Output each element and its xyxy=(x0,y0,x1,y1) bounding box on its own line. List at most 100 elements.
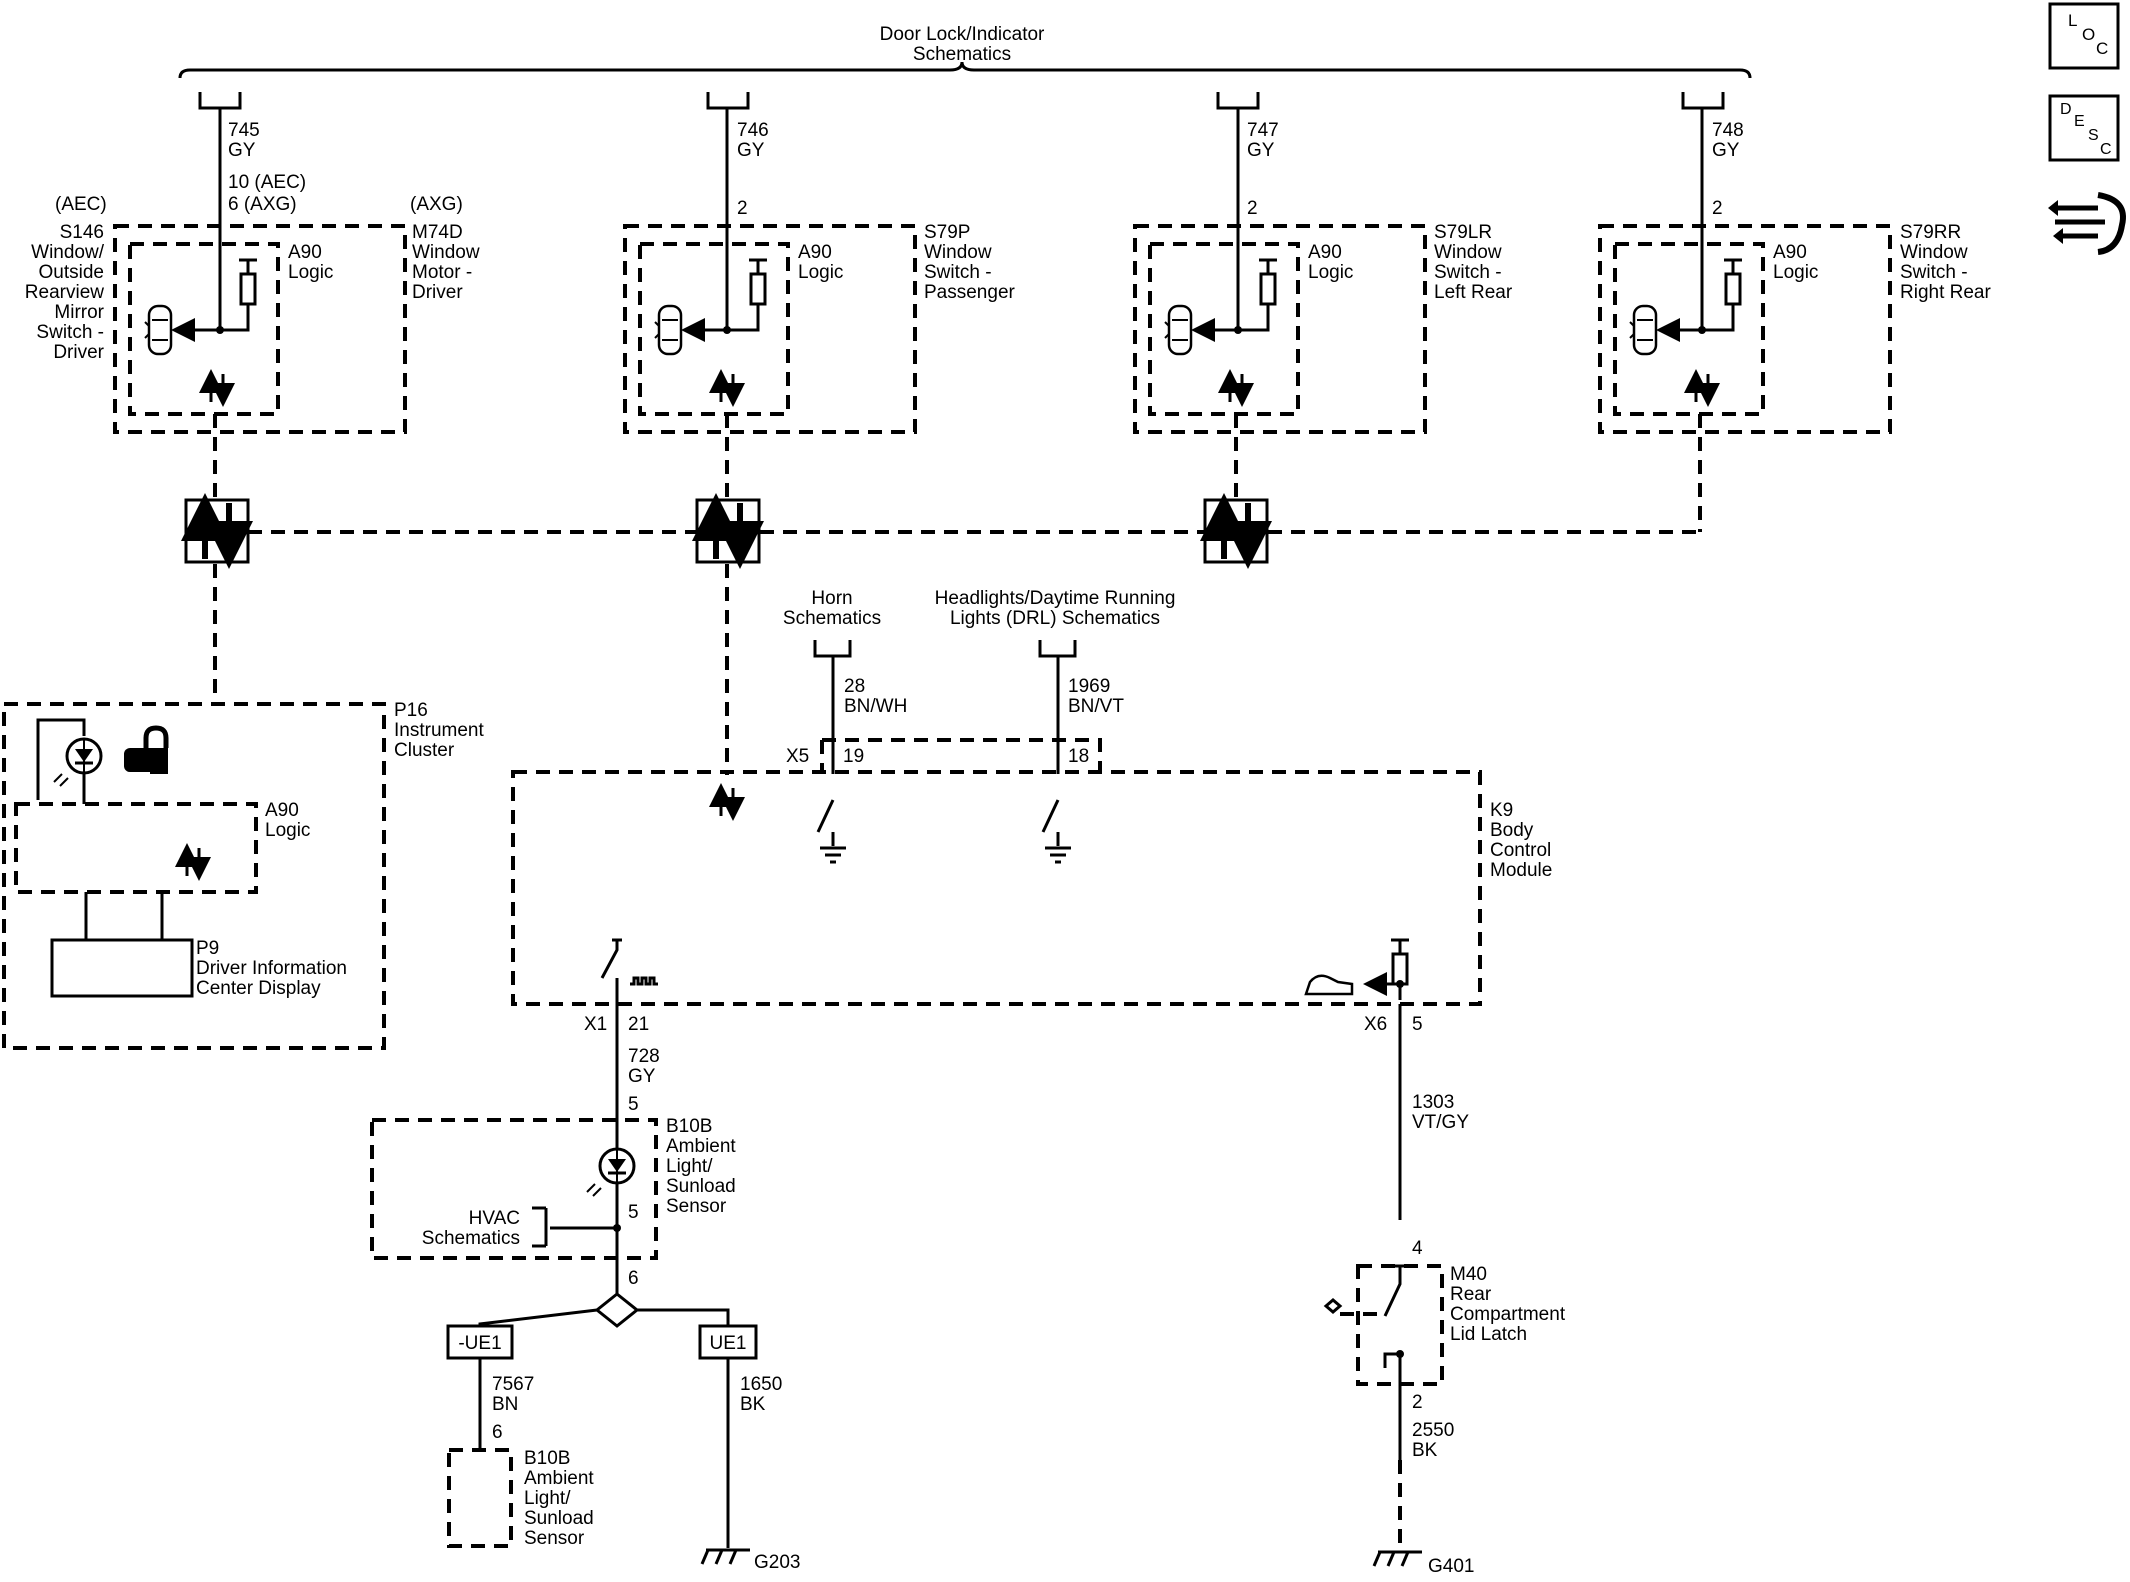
svg-text:Switch -: Switch - xyxy=(36,322,104,343)
svg-text:Driver: Driver xyxy=(412,282,463,303)
svg-text:Rear: Rear xyxy=(1450,1284,1492,1305)
svg-text:A90: A90 xyxy=(1308,242,1342,263)
svg-text:BN/WH: BN/WH xyxy=(844,696,907,717)
svg-text:Sensor: Sensor xyxy=(666,1196,727,1217)
svg-text:Instrument: Instrument xyxy=(394,720,484,741)
svg-text:Schematics: Schematics xyxy=(783,608,881,629)
svg-text:Window/: Window/ xyxy=(31,242,105,263)
header-brace xyxy=(178,61,1752,79)
ambient-light-sensor: B10B Ambient Light/ Sunload Sensor 5 HVA… xyxy=(370,1116,736,1328)
svg-text:Logic: Logic xyxy=(798,262,843,283)
svg-text:4: 4 xyxy=(1412,1238,1423,1259)
svg-text:GY: GY xyxy=(1712,140,1740,161)
svg-text:Cluster: Cluster xyxy=(394,740,455,761)
svg-text:Outside: Outside xyxy=(39,262,104,283)
svg-text:A90: A90 xyxy=(1773,242,1807,263)
header-title-line2: Schematics xyxy=(913,44,1011,65)
svg-text:M40: M40 xyxy=(1450,1264,1487,1285)
svg-text:Driver Information: Driver Information xyxy=(196,958,347,979)
svg-text:Window: Window xyxy=(1900,242,1968,263)
svg-text:Light/: Light/ xyxy=(666,1156,713,1177)
switch-module-left-rear: 747 GY 2 A90 Logic S79LR Window Switch -… xyxy=(1133,92,1513,434)
svg-text:X1: X1 xyxy=(584,1014,607,1035)
svg-text:(AXG): (AXG) xyxy=(410,194,463,215)
svg-text:1969: 1969 xyxy=(1068,676,1110,697)
svg-text:S79RR: S79RR xyxy=(1900,222,1961,243)
svg-text:2: 2 xyxy=(1712,198,1723,219)
svg-text:Ambient: Ambient xyxy=(666,1136,736,1157)
svg-text:G401: G401 xyxy=(1428,1556,1474,1577)
switch-module-passenger: 746 GY 2 A90 Logic S79P Window Switch - … xyxy=(623,92,1016,434)
svg-text:Window: Window xyxy=(412,242,480,263)
svg-text:D: D xyxy=(2060,101,2072,118)
svg-text:S: S xyxy=(2088,127,2099,144)
svg-text:Switch -: Switch - xyxy=(1900,262,1968,283)
svg-text:Light/: Light/ xyxy=(524,1488,571,1509)
svg-text:6 (AXG): 6 (AXG) xyxy=(228,194,297,215)
svg-text:GY: GY xyxy=(628,1066,656,1087)
svg-text:Sunload: Sunload xyxy=(524,1508,594,1529)
svg-text:Driver: Driver xyxy=(53,342,104,363)
svg-text:Schematics: Schematics xyxy=(422,1228,520,1249)
svg-text:A90: A90 xyxy=(798,242,832,263)
svg-text:7567: 7567 xyxy=(492,1374,534,1395)
svg-text:745: 745 xyxy=(228,120,260,141)
svg-text:BN/VT: BN/VT xyxy=(1068,696,1124,717)
svg-text:18: 18 xyxy=(1068,746,1089,767)
svg-text:VT/GY: VT/GY xyxy=(1412,1112,1469,1133)
svg-text:S146: S146 xyxy=(60,222,104,243)
svg-text:Center Display: Center Display xyxy=(196,978,321,999)
svg-text:Compartment: Compartment xyxy=(1450,1304,1566,1325)
svg-text:Motor -: Motor - xyxy=(412,262,472,283)
svg-text:B10B: B10B xyxy=(524,1448,570,1469)
svg-text:Passenger: Passenger xyxy=(924,282,1016,303)
svg-text:2: 2 xyxy=(1247,198,1258,219)
svg-text:Rearview: Rearview xyxy=(25,282,104,303)
svg-text:748: 748 xyxy=(1712,120,1744,141)
svg-text:Logic: Logic xyxy=(1308,262,1353,283)
svg-text:28: 28 xyxy=(844,676,865,697)
svg-text:Horn: Horn xyxy=(811,588,852,609)
svg-text:Lights (DRL) Schematics: Lights (DRL) Schematics xyxy=(950,608,1160,629)
svg-text:BK: BK xyxy=(740,1394,766,1415)
svg-text:Logic: Logic xyxy=(265,820,310,841)
instrument-cluster: P16 Instrument Cluster A90 Logic P9 Driv… xyxy=(2,700,484,1050)
svg-text:M74D: M74D xyxy=(412,222,463,243)
loc-icon[interactable]: L O C xyxy=(2048,2,2120,70)
svg-text:UE1: UE1 xyxy=(710,1333,747,1354)
svg-text:747: 747 xyxy=(1247,120,1279,141)
svg-text:A90: A90 xyxy=(288,242,322,263)
svg-text:Module: Module xyxy=(1490,860,1552,881)
svg-text:Window: Window xyxy=(1434,242,1502,263)
svg-text:Logic: Logic xyxy=(288,262,333,283)
svg-text:6: 6 xyxy=(492,1422,503,1443)
svg-text:X5: X5 xyxy=(786,746,809,767)
rear-compartment-lid-latch: 4 M40 Rear Compartment Lid Latch 2 2550 … xyxy=(1323,1238,1566,1577)
svg-text:Body: Body xyxy=(1490,820,1534,841)
header-title-line1: Door Lock/Indicator xyxy=(880,24,1045,45)
svg-text:C: C xyxy=(2096,39,2108,58)
body-control-module: K9 Body Control Module xyxy=(511,770,1552,1006)
desc-icon[interactable]: D E S C xyxy=(2048,94,2120,162)
svg-text:K9: K9 xyxy=(1490,800,1513,821)
svg-text:P9: P9 xyxy=(196,938,219,959)
svg-text:Right Rear: Right Rear xyxy=(1900,282,1991,303)
ue1-positive-branch: UE1 1650 BK G203 xyxy=(698,1324,800,1573)
svg-text:GY: GY xyxy=(1247,140,1275,161)
svg-text:G203: G203 xyxy=(754,1552,800,1573)
switch-module-driver: 745 GY 10 (AEC) 6 (AXG) (AEC) (AXG) A90 … xyxy=(25,92,480,434)
svg-text:A90: A90 xyxy=(265,800,299,821)
serial-data-bus xyxy=(184,414,1702,775)
svg-text:C: C xyxy=(2100,141,2112,158)
svg-text:P16: P16 xyxy=(394,700,428,721)
trunk-lid-icon xyxy=(1304,974,1354,996)
x1-circuit: X1 21 728 GY 5 xyxy=(584,1004,660,1148)
svg-text:-UE1: -UE1 xyxy=(458,1333,501,1354)
svg-text:2: 2 xyxy=(1412,1392,1423,1413)
svg-text:Left Rear: Left Rear xyxy=(1434,282,1513,303)
svg-text:GY: GY xyxy=(228,140,256,161)
wrench-arrows-icon[interactable] xyxy=(2048,192,2126,255)
svg-text:5: 5 xyxy=(628,1202,639,1223)
svg-text:Window: Window xyxy=(924,242,992,263)
svg-text:Sunload: Sunload xyxy=(666,1176,736,1197)
